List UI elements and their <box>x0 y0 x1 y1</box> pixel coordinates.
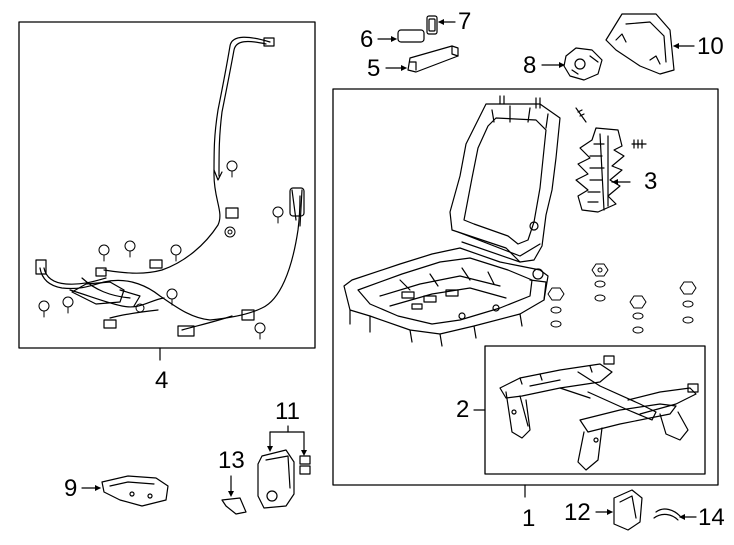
part-11-lever-set <box>257 449 311 509</box>
callout-7: 7 <box>458 8 472 35</box>
callout-10: 10 <box>697 33 724 60</box>
seat-track <box>499 355 699 471</box>
part-13-trim <box>221 497 247 515</box>
part-7-clip <box>426 15 438 35</box>
callout-5: 5 <box>367 55 381 82</box>
callout-6: 6 <box>360 26 374 53</box>
callout-13: 13 <box>218 447 245 474</box>
harness-frame <box>18 21 316 349</box>
callout-8: 8 <box>523 52 537 79</box>
part-5-cover <box>407 45 459 73</box>
wire-harness <box>35 36 305 337</box>
harness-clips <box>38 160 284 340</box>
part-12-bracket <box>613 489 643 531</box>
callout-14: 14 <box>698 504 725 531</box>
part-8-knob <box>563 47 603 81</box>
callout-1: 1 <box>522 505 536 532</box>
leader-11 <box>269 425 305 453</box>
callout-2: 2 <box>456 396 470 423</box>
callout-11: 11 <box>275 398 300 425</box>
callout-3: 3 <box>644 168 658 195</box>
seat-frame <box>343 95 561 347</box>
callout-4: 4 <box>155 367 169 394</box>
callout-9: 9 <box>64 475 78 502</box>
part-6-pad <box>397 29 425 43</box>
part-14-cable <box>653 508 681 521</box>
seat-frame-box <box>332 88 719 486</box>
callout-12: 12 <box>564 499 591 526</box>
part-10-side-cover <box>605 13 675 75</box>
lumbar-support <box>575 107 647 213</box>
part-9-bracket <box>101 475 169 507</box>
fastener-set <box>547 263 697 334</box>
